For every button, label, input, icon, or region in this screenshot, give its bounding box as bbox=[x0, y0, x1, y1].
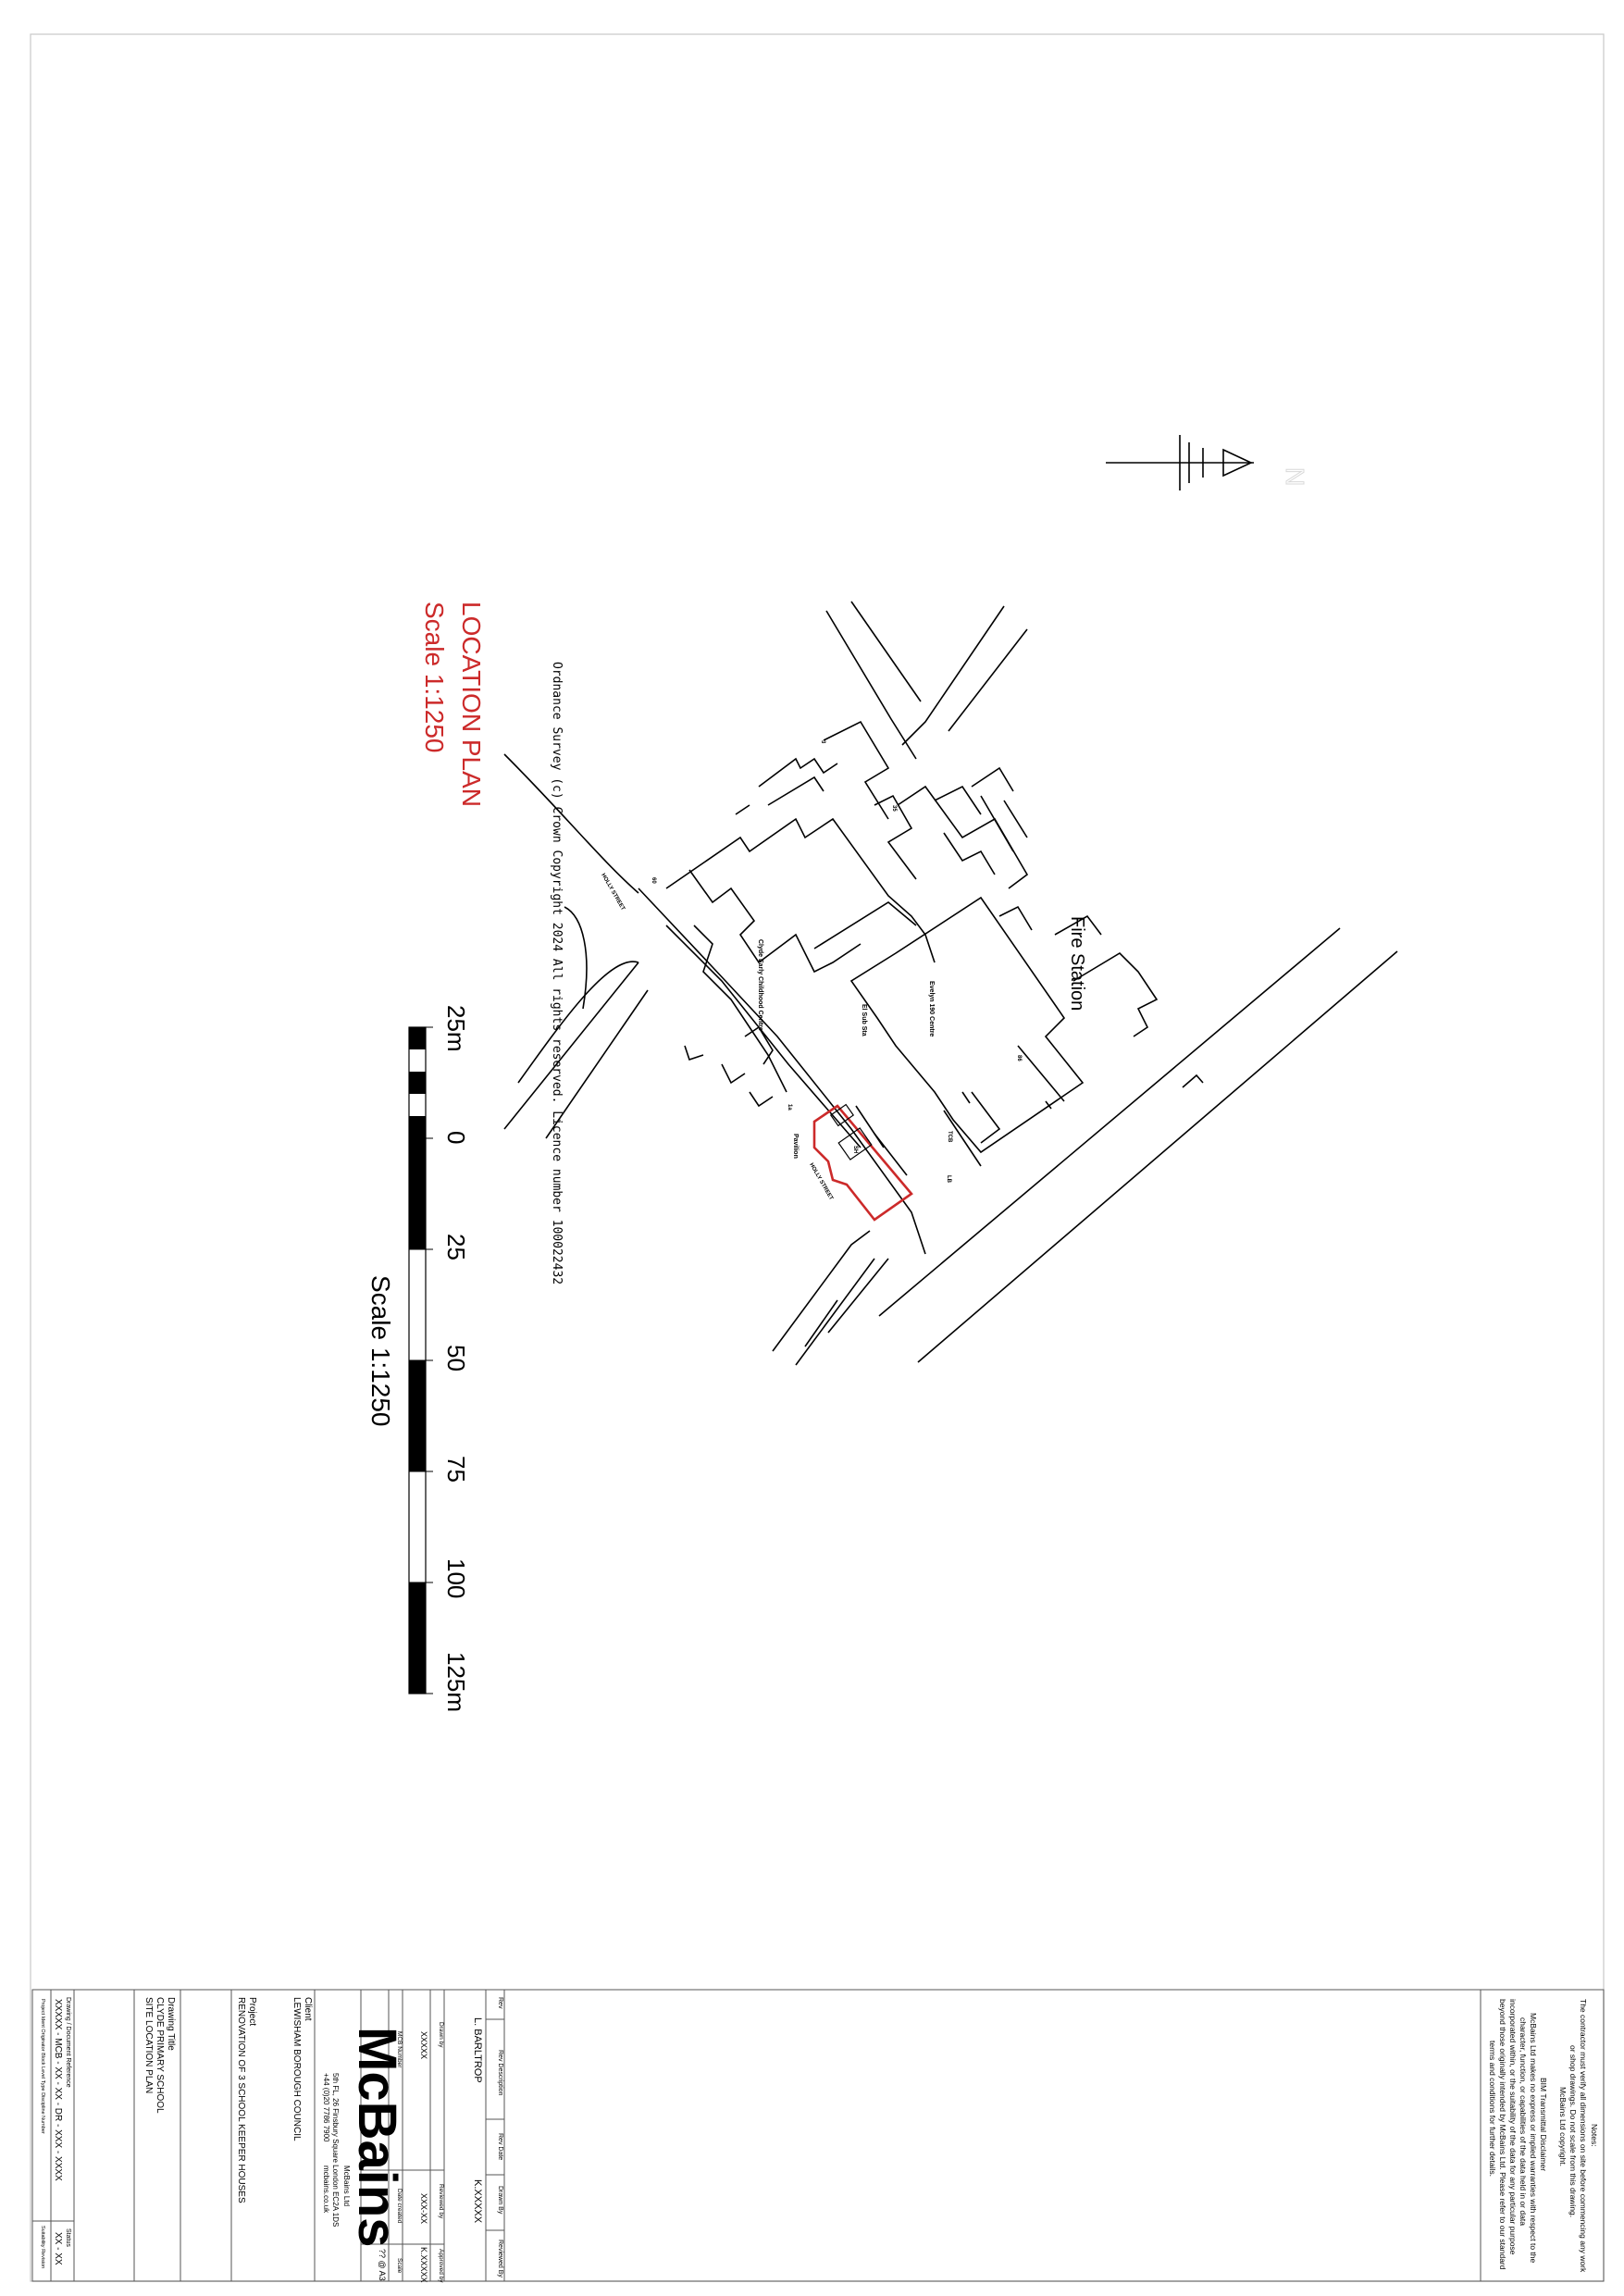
rev-header: Rev Description bbox=[497, 2050, 503, 2096]
scale-value: ?? @ A3 bbox=[378, 2249, 387, 2281]
label-fire-station: Fire Station bbox=[1067, 916, 1087, 1011]
notes-line: incorporated within, or the suitability … bbox=[1508, 1999, 1518, 2255]
map-mark: 1a bbox=[787, 1104, 792, 1111]
scale-tick-label: 25 bbox=[442, 1234, 470, 1260]
client-label: Client bbox=[303, 1997, 313, 2021]
notes-heading: Notes: bbox=[1590, 2124, 1599, 2147]
notes-line: beyond those originally intended by McBa… bbox=[1498, 1999, 1507, 2270]
rev-header: Rev bbox=[497, 1997, 503, 2009]
drawing-title-line2: SITE LOCATION PLAN bbox=[143, 1997, 154, 2093]
scale-tick-label: 25m bbox=[442, 1005, 470, 1052]
company-address: 5th FL, 26 Finsbury Square London EC2A 1… bbox=[331, 2073, 340, 2227]
status-label: Status bbox=[65, 2228, 71, 2247]
notes-line: BIM Transmittal Disclaimer bbox=[1539, 2078, 1548, 2171]
mcbains-logo: McBains bbox=[347, 2027, 407, 2248]
date-value: XXX-XX bbox=[419, 2193, 428, 2224]
approved-by-label: Approved by bbox=[438, 2249, 444, 2283]
map-mark: 60 bbox=[651, 877, 656, 884]
drawing-number: Drawing / Document Reference XXXXX - MCB… bbox=[40, 1997, 71, 2268]
drawing-number-value: XXXXX - MCB - XX - XX - DR - XXX - XXXX bbox=[53, 1999, 63, 2181]
label-clyde-early-childhood: Clyde Early Childhood Centre bbox=[757, 939, 763, 1031]
job-data: XXXXX MCB Number XXX-XX Date created ?? … bbox=[378, 2031, 428, 2281]
drawn-by-value: L. BARLTROP bbox=[472, 2017, 483, 2083]
label-el-sub-sta: El Sub Sta bbox=[861, 1004, 867, 1036]
label-pavilion: Pavilion bbox=[792, 1134, 799, 1159]
map-mark: TCB bbox=[947, 1131, 952, 1143]
notes-line: character, function, or capabilities of … bbox=[1519, 2017, 1528, 2226]
site-boundary bbox=[812, 1103, 913, 1222]
project-label: Project bbox=[247, 1997, 257, 2026]
drawing-number-sublabels: Project Ident Originator Block Level Typ… bbox=[40, 1999, 45, 2134]
os-copyright: Ordnance Survey (c) Crown Copyright 2024… bbox=[550, 662, 564, 1285]
map-mark: 35 bbox=[891, 805, 897, 812]
drawing-title-label: Drawing Title bbox=[166, 1997, 176, 2051]
revision-table: Rev Rev Description Rev Date Drawn By Re… bbox=[497, 1997, 503, 2277]
sheet-border bbox=[30, 33, 1605, 2282]
label-evelyn-centre: Evelyn 190 Centre bbox=[928, 981, 935, 1036]
label-holly-street-north: HOLLY STREET bbox=[600, 873, 626, 912]
reviewed-by-label: Reviewed by bbox=[438, 2184, 444, 2219]
map-mark: LB bbox=[946, 1175, 951, 1184]
scale-tick-label: 50 bbox=[442, 1345, 470, 1371]
project-value: RENOVATION OF 3 SCHOOL KEEPER HOUSES bbox=[236, 1997, 246, 2203]
notes-line: McBains Ltd makes no express or implied … bbox=[1529, 2013, 1538, 2264]
scale-tick-label: 125m bbox=[442, 1652, 470, 1712]
notes-line: The contractor must verify all dimension… bbox=[1579, 1999, 1588, 2273]
company-panel: McBains McBains Ltd 5th FL, 26 Finsbury … bbox=[322, 2027, 407, 2248]
status-sublabels: Suitability Revision bbox=[40, 2226, 45, 2268]
rev-header: Rev Date bbox=[497, 2133, 503, 2160]
drawing-people: L. BARLTROP K.XXXXX Drawn by Reviewed by… bbox=[419, 2017, 483, 2283]
company-website: mcbains.co.uk bbox=[322, 2166, 330, 2214]
mcb-number-label: MCB Number bbox=[396, 2031, 403, 2068]
drawn-by-label: Drawn by bbox=[438, 2022, 444, 2048]
scale-bar-caption: Scale 1:1250 bbox=[366, 1275, 395, 1426]
scale-tick-label: 100 bbox=[442, 1558, 470, 1598]
location-plan-heading: LOCATION PLAN Scale 1:1250 bbox=[420, 602, 486, 807]
drawing-title-line1: CLYDE PRIMARY SCHOOL bbox=[155, 1997, 165, 2114]
notes-line: or shop drawings. Do not scale from this… bbox=[1568, 2045, 1578, 2217]
location-plan-title: LOCATION PLAN bbox=[457, 602, 486, 807]
client-value: LEWISHAM BOROUGH COUNCIL bbox=[291, 1997, 302, 2141]
drawing-number-label: Drawing / Document Reference bbox=[65, 1997, 71, 2088]
company-name: McBains Ltd bbox=[342, 2166, 351, 2206]
notes-line: terms and conditions for further details… bbox=[1488, 2041, 1497, 2177]
status-value: XX - XX bbox=[53, 2232, 63, 2265]
mcb-number-value: XXXXX bbox=[419, 2031, 428, 2059]
site-map bbox=[503, 601, 1398, 1366]
map-mark: 3 bbox=[820, 740, 825, 744]
notes: Notes: The contractor must verify all di… bbox=[1488, 1999, 1599, 2273]
notes-line: McBains Ltd copyright. bbox=[1558, 2087, 1568, 2166]
scale-tick-label: 0 bbox=[442, 1131, 470, 1144]
scale-tick-label: 75 bbox=[442, 1456, 470, 1483]
north-arrow-icon: N bbox=[1106, 435, 1310, 490]
reviewed-by-value: K.XXXXX bbox=[472, 2179, 483, 2224]
label-site: SH bbox=[852, 1146, 858, 1153]
map-mark: 86 bbox=[1016, 1055, 1022, 1061]
company-phone: +44 (0)20 7786 7900 bbox=[322, 2073, 330, 2142]
scale-label: Scale bbox=[396, 2258, 403, 2274]
svg-text:N: N bbox=[1281, 467, 1309, 486]
map-labels: Fire Station Clyde Early Childhood Centr… bbox=[600, 740, 1087, 1201]
location-plan-scale: Scale 1:1250 bbox=[420, 602, 449, 752]
scale-bar: 25m 0 25 50 75 100 125m Scale 1:1250 bbox=[366, 1005, 470, 1712]
approved-by-value: K.XXXXX bbox=[419, 2247, 428, 2283]
date-label: Date created bbox=[396, 2189, 403, 2224]
project-info: Client LEWISHAM BOROUGH COUNCIL Project … bbox=[143, 1997, 313, 2203]
rev-header: Drawn By bbox=[497, 2186, 503, 2215]
rev-header: Reviewed By bbox=[497, 2240, 503, 2277]
title-block: Notes: The contractor must verify all di… bbox=[31, 1989, 1605, 2283]
